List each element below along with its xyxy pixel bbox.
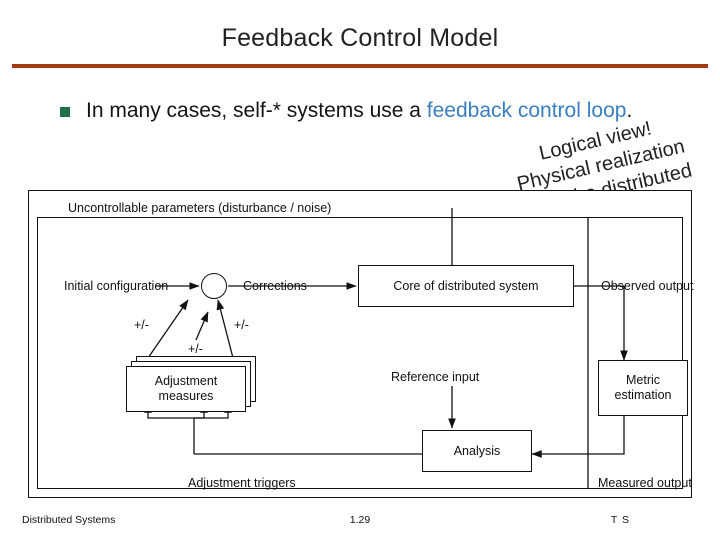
box-analysis: Analysis	[422, 430, 532, 472]
footer-slide-number: 1.29	[349, 514, 371, 526]
label-plus-minus-left: +/-	[134, 318, 149, 332]
bullet-highlight: feedback control loop	[426, 99, 627, 122]
label-corrections: Corrections	[243, 279, 307, 293]
bullet-block: In many cases, self-* systems use a feed…	[60, 95, 680, 126]
diagram-column-divider	[587, 218, 589, 488]
label-plus-minus-center: +/-	[188, 342, 203, 356]
footer-right-text: T S	[610, 514, 630, 526]
label-reference-input: Reference input	[391, 370, 480, 384]
box-metric-estimation: Metric estimation	[598, 360, 688, 416]
label-plus-minus-right: +/-	[234, 318, 249, 332]
diagram-inner-border	[37, 217, 683, 489]
summation-node	[201, 273, 227, 299]
label-observed-output: Observed output	[601, 279, 694, 293]
label-measured-output: Measured output	[598, 476, 692, 490]
title-divider	[12, 64, 708, 68]
square-bullet-icon	[60, 107, 70, 117]
diagram-connectors	[144, 208, 628, 458]
label-initial-configuration: Initial configuration	[64, 279, 169, 293]
page-title: Feedback Control Model	[221, 24, 499, 52]
box-adjustment-measures: Adjustment measures	[126, 366, 246, 412]
bullet-text: In many cases, self-* systems use a feed…	[86, 95, 680, 126]
feedback-control-loop-diagram: Uncontrollable parameters (disturbance /…	[28, 190, 694, 498]
label-uncontrollable-parameters: Uncontrollable parameters (disturbance /…	[68, 201, 332, 215]
box-core-of-distributed-system: Core of distributed system	[358, 265, 574, 307]
footer-left-text: Distributed Systems	[22, 514, 116, 526]
label-adjustment-triggers: Adjustment triggers	[188, 476, 296, 490]
bullet-text-before: In many cases, self-* systems use a	[86, 99, 427, 122]
bullet-text-after: .	[626, 99, 633, 122]
